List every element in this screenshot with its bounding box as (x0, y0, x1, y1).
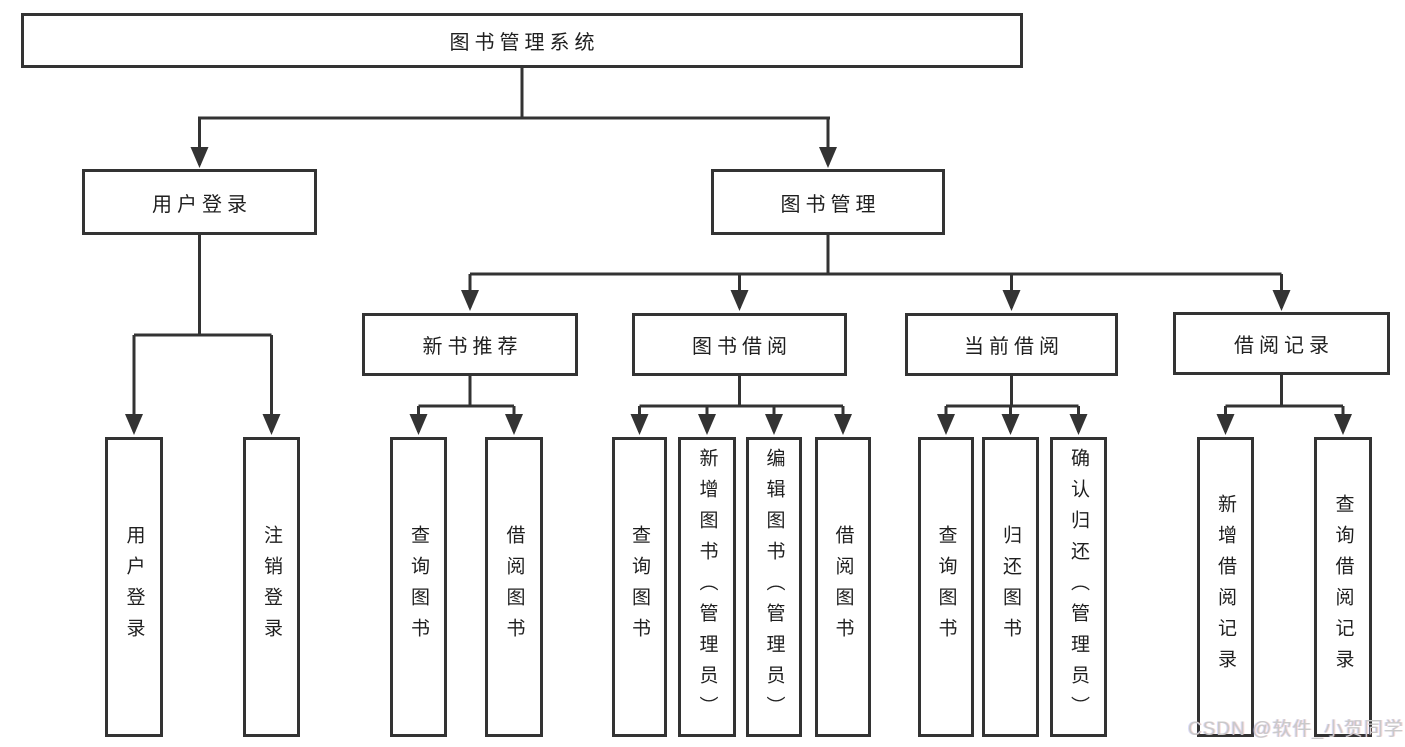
node-borrowing-records-label: 借阅记录 (1234, 335, 1334, 357)
leaf-add-books-admin: 新增图书（管理员） (678, 437, 736, 737)
leaf-return-books: 归还图书 (982, 437, 1039, 737)
node-user-login: 用户登录 (82, 169, 317, 235)
leaf-user-login-label: 用户登录 (123, 525, 145, 649)
leaf-query-books-borrowing: 查询图书 (612, 437, 667, 737)
node-library-system-label: 图书管理系统 (449, 32, 600, 54)
leaf-add-borrow-record: 新增借阅记录 (1197, 437, 1254, 737)
node-book-borrowing: 图书借阅 (632, 313, 847, 376)
node-user-login-label: 用户登录 (152, 193, 252, 216)
node-current-borrowing: 当前借阅 (905, 313, 1118, 376)
leaf-query-borrow-record: 查询借阅记录 (1314, 437, 1372, 737)
leaf-query-books-borrowing-label: 查询图书 (629, 525, 650, 649)
connector-current-borrowing-children (937, 376, 1088, 435)
leaf-borrow-books-label: 借阅图书 (832, 525, 854, 649)
leaf-query-books-recommend: 查询图书 (390, 437, 447, 737)
node-book-borrowing-label: 图书借阅 (692, 336, 792, 358)
node-current-borrowing-label: 当前借阅 (964, 336, 1064, 358)
connector-book-management-children (461, 233, 1291, 311)
leaf-logout-label: 注销登录 (261, 525, 282, 649)
leaf-borrow-books: 借阅图书 (815, 437, 871, 737)
leaf-edit-books-admin: 编辑图书（管理员） (746, 437, 802, 737)
leaf-borrow-books-recommend-label: 借阅图书 (503, 525, 525, 649)
leaf-user-login: 用户登录 (105, 437, 163, 737)
leaf-query-books-current: 查询图书 (918, 437, 974, 737)
node-library-system: 图书管理系统 (21, 13, 1023, 68)
node-new-book-recommendation-label: 新书推荐 (422, 336, 523, 358)
leaf-logout: 注销登录 (243, 437, 300, 737)
leaf-confirm-return-admin-label: 确认归还（管理员） (1068, 447, 1089, 727)
node-book-management-label: 图书管理 (780, 193, 881, 216)
leaf-return-books-label: 归还图书 (1000, 525, 1021, 649)
connector-root-to-level2 (190, 68, 837, 168)
leaf-query-borrow-record-label: 查询借阅记录 (1332, 494, 1354, 680)
connector-new-book-children (409, 376, 523, 435)
connector-user-login-children (125, 235, 281, 435)
node-borrowing-records: 借阅记录 (1173, 312, 1390, 375)
node-book-management: 图书管理 (711, 169, 945, 235)
leaf-query-books-recommend-label: 查询图书 (408, 525, 429, 649)
leaf-borrow-books-recommend: 借阅图书 (485, 437, 543, 737)
leaf-edit-books-admin-label: 编辑图书（管理员） (763, 447, 785, 727)
leaf-add-borrow-record-label: 新增借阅记录 (1215, 494, 1236, 680)
leaf-add-books-admin-label: 新增图书（管理员） (696, 447, 718, 727)
connector-borrow-records-children (1216, 375, 1352, 435)
leaf-confirm-return-admin: 确认归还（管理员） (1050, 437, 1107, 737)
connector-book-borrowing-children (630, 376, 852, 435)
node-new-book-recommendation: 新书推荐 (362, 313, 578, 376)
leaf-query-books-current-label: 查询图书 (935, 525, 957, 649)
csdn-watermark: CSDN @软件_小贺同学 (1188, 719, 1404, 740)
